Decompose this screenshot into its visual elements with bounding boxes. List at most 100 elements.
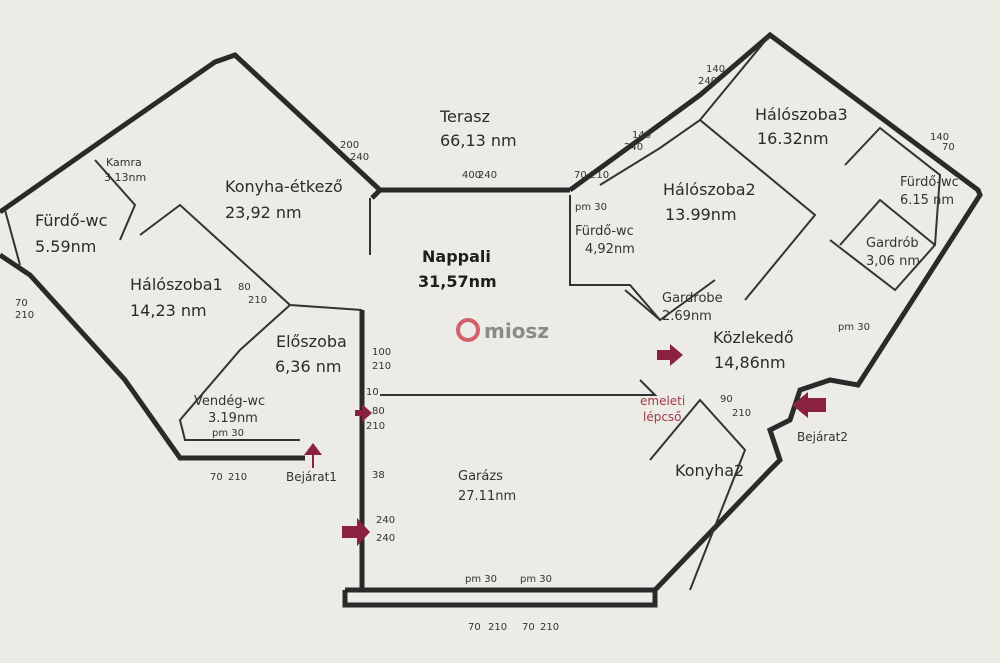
room-name: Hálószoba3 xyxy=(755,105,848,124)
entrance-arrow-icon xyxy=(657,344,683,366)
room-kozlekedo: Közlekedő 14,86nm xyxy=(713,328,794,372)
room-gardrobe: Gardrobe 2.69nm xyxy=(662,291,723,324)
room-name: Hálószoba1 xyxy=(130,275,223,294)
dim-label: 38 xyxy=(372,470,385,481)
room-area: 2.69nm xyxy=(662,309,712,324)
dim-label: 100 xyxy=(372,347,391,358)
dim-label: 210 xyxy=(228,472,247,483)
room-furdo-wc-2: Fürdő-wc 4,92nm xyxy=(575,224,635,257)
room-name: Gardrobe xyxy=(662,291,723,306)
room-name: Kamra xyxy=(106,156,142,169)
dim-label: 240 xyxy=(478,170,497,181)
stairs-label: emeleti xyxy=(640,394,685,408)
room-konyha2: Konyha2 xyxy=(675,461,744,480)
room-area: 3.19nm xyxy=(208,411,258,426)
entrance-arrow-icon xyxy=(792,392,826,418)
dim-label: 210 xyxy=(372,361,391,372)
dim-label: 90 xyxy=(720,394,733,405)
room-eloszoba: Előszoba 6,36 nm xyxy=(275,332,347,376)
dim-label: 210 xyxy=(732,408,751,419)
dim-label: 10 xyxy=(366,387,379,398)
room-area: 16.32nm xyxy=(757,129,829,148)
room-haloszoba3: Hálószoba3 16.32nm xyxy=(755,105,848,148)
room-name: Fürdő-wc xyxy=(900,175,959,190)
room-furdo-wc-3: Fürdő-wc 6.15 nm xyxy=(900,175,959,208)
dim-label: 140 xyxy=(930,132,949,143)
dim-label: 240 xyxy=(350,152,369,163)
dim-label: 80 xyxy=(238,282,251,293)
dim-label: 70 xyxy=(468,622,481,633)
dim-label: 140 xyxy=(632,130,651,141)
room-konyha-etkezo: Konyha-étkező 23,92 nm xyxy=(225,177,343,222)
room-haloszoba1: Hálószoba1 14,23 nm xyxy=(130,275,223,320)
logo-icon xyxy=(456,318,480,342)
dim-label: 70 xyxy=(210,472,223,483)
dim-label: 200 xyxy=(340,140,359,151)
dim-label: pm 30 xyxy=(575,202,607,213)
room-area: 66,13 nm xyxy=(440,131,517,150)
room-name: Fürdő-wc xyxy=(575,224,634,239)
dim-label: 70 xyxy=(942,142,955,153)
room-name: Nappali xyxy=(422,247,491,266)
dim-label: 70 xyxy=(15,298,28,309)
room-area: 13.99nm xyxy=(665,205,737,224)
room-name: Garázs xyxy=(458,469,503,484)
room-area: 31,57nm xyxy=(418,272,497,291)
room-furdo-wc-1: Fürdő-wc 5.59nm xyxy=(35,211,107,256)
dim-label: 240 xyxy=(376,533,395,544)
dim-label: 240 xyxy=(698,76,717,87)
entrance-arrow-icon xyxy=(355,404,372,422)
room-area: 3.13nm xyxy=(104,171,146,184)
entrance-label-bejarat1: Bejárat1 xyxy=(286,470,337,484)
dim-label: 210 xyxy=(540,622,559,633)
room-name: Vendég-wc xyxy=(194,394,265,409)
room-area: 5.59nm xyxy=(35,237,96,256)
room-name: Előszoba xyxy=(276,332,347,351)
room-nappali: Nappali 31,57nm xyxy=(418,247,497,291)
dim-label: 210 xyxy=(590,170,609,181)
dim-label: 210 xyxy=(366,421,385,432)
dim-label: 210 xyxy=(488,622,507,633)
dim-label: 210 xyxy=(15,310,34,321)
room-area: 14,86nm xyxy=(714,353,786,372)
stairs: emeleti lépcső xyxy=(640,394,685,424)
room-area: 6,36 nm xyxy=(275,357,341,376)
room-kamra: Kamra 3.13nm xyxy=(104,156,146,184)
room-name: Terasz xyxy=(439,107,490,126)
room-area: 14,23 nm xyxy=(130,301,207,320)
dim-label: pm 30 xyxy=(520,574,552,585)
dim-label: pm 30 xyxy=(838,322,870,333)
walls xyxy=(0,31,983,608)
dim-label: 70 xyxy=(574,170,587,181)
miosz-logo: miosz xyxy=(456,318,549,343)
dim-label: 240 xyxy=(376,515,395,526)
room-gardrob: Gardrób 3,06 nm xyxy=(866,236,920,269)
entrance-arrow-icon xyxy=(304,443,322,468)
room-area: 27.11nm xyxy=(458,489,516,504)
room-area: 4,92nm xyxy=(585,242,635,257)
room-area: 23,92 nm xyxy=(225,203,302,222)
dimension-labels: 70 210 80 210 100 210 10 80 210 240 240 … xyxy=(15,64,955,633)
dim-label: 140 xyxy=(706,64,725,75)
room-terasz: Terasz 66,13 nm xyxy=(439,107,517,150)
room-name: Konyha-étkező xyxy=(225,177,343,196)
room-area: 6.15 nm xyxy=(900,193,954,208)
room-name: Fürdő-wc xyxy=(35,211,107,230)
room-garazs: Garázs 27.11nm xyxy=(458,469,516,504)
logo-text: miosz xyxy=(484,319,549,343)
room-name: Hálószoba2 xyxy=(663,180,756,199)
dim-label: 210 xyxy=(248,295,267,306)
room-name: Gardrób xyxy=(866,236,919,251)
room-haloszoba2: Hálószoba2 13.99nm xyxy=(663,180,756,224)
dim-label: pm 30 xyxy=(465,574,497,585)
dim-label: 80 xyxy=(372,406,385,417)
dim-label: 240 xyxy=(624,142,643,153)
stairs-label: lépcső xyxy=(643,410,682,424)
room-area: 3,06 nm xyxy=(866,254,920,269)
dim-label: 400 xyxy=(462,170,481,181)
dim-label: 70 xyxy=(522,622,535,633)
dim-label: pm 30 xyxy=(212,428,244,439)
entrance-label-bejarat2: Bejárat2 xyxy=(797,430,848,444)
room-name: Konyha2 xyxy=(675,461,744,480)
